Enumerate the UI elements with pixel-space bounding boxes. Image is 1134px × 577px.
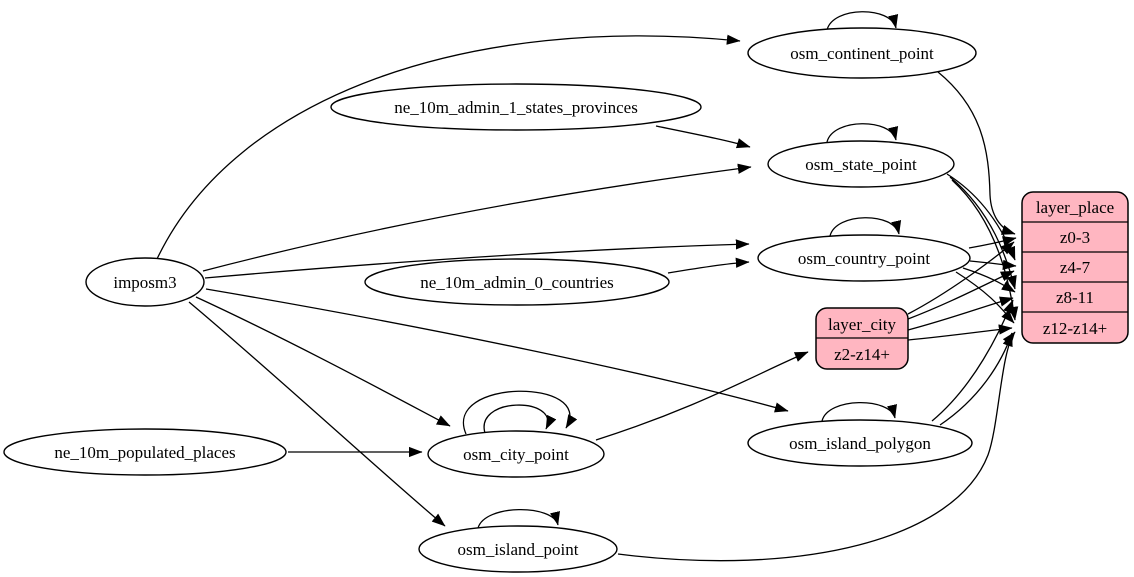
ne_10m_populated_places-label: ne_10m_populated_places [54, 443, 235, 462]
edge-imposm3-osm_city_point [195, 296, 451, 427]
edge-layer_city-z4-7 [907, 270, 1015, 320]
layer_place-row-z12-z14: z12-z14+ [1043, 319, 1107, 338]
osm_island_polygon-label: osm_island_polygon [789, 434, 931, 453]
osm_state_point-ellipse [767, 140, 955, 188]
layer_place-row-z8-11: z8-11 [1056, 288, 1094, 307]
layer_place-title: layer_place [1036, 198, 1114, 217]
osm_country_point-label: osm_country_point [798, 249, 930, 268]
self-loop-osm_continent_point [826, 11, 899, 31]
osm_state_point-label: osm_state_point [805, 155, 917, 174]
node-imposm3: imposm3 [85, 257, 205, 307]
node-ne_10m_admin_1_states_provinces: ne_10m_admin_1_states_provinces [330, 83, 702, 131]
layer_place-row-z0-3: z0-3 [1060, 228, 1090, 247]
node-osm_continent_point: osm_continent_point [747, 27, 977, 79]
imposm3-ellipse [85, 257, 205, 307]
node-ne_10m_admin_0_countries: ne_10m_admin_0_countries [364, 258, 670, 306]
edge-osm_island_polygon-z8-11 [931, 299, 1014, 422]
edge-imposm3-osm_continent_point [156, 34, 741, 260]
edge-imposm3-osm_island_polygon [205, 288, 789, 413]
imposm3-label: imposm3 [113, 273, 176, 292]
self-loop-osm_country_point [829, 217, 902, 237]
osm_city_point-label: osm_city_point [463, 445, 569, 464]
layer_city-row-z2-z14: z2-z14+ [834, 345, 890, 364]
osm_continent_point-label: osm_continent_point [790, 44, 934, 63]
node-osm_country_point: osm_country_point [757, 234, 971, 282]
node-osm_island_polygon: osm_island_polygon [747, 419, 973, 467]
self-loop-osm_city_point-outer [462, 390, 578, 435]
edge-layer_city-z8-11 [907, 296, 1014, 331]
layer_place-row-z4-7: z4-7 [1060, 258, 1091, 277]
edge-imposm3-osm_country_point [204, 239, 750, 279]
record-layer_city: layer_city z2-z14+ [815, 307, 909, 370]
self-loop-osm_city_point-inner [483, 404, 557, 437]
edges [156, 11, 1019, 562]
edge-osm_city_point-layer_city [595, 351, 809, 441]
edge-osm_country_point-z4-7 [969, 259, 1017, 271]
edge-osm_island_polygon-z12-z14 [939, 332, 1013, 426]
edge-imposm3-osm_state_point [202, 163, 752, 272]
edge-layer_city-z12-z14 [907, 324, 1013, 341]
layer_city-title: layer_city [828, 315, 896, 334]
edge-osm_country_point-z8-11 [962, 267, 1016, 293]
osm_island_point-label: osm_island_point [458, 540, 579, 559]
record-layer_place: layer_place z0-3 z4-7 z8-11 z12-z14+ [1021, 191, 1129, 344]
osm_country_point-ellipse [757, 234, 971, 282]
osm_city_point-ellipse [427, 430, 605, 478]
node-osm_city_point: osm_city_point [427, 430, 605, 478]
edge-ne_10m_admin_0_countries-osm_country_point [667, 257, 750, 274]
ne_10m_admin_0_countries-ellipse [364, 258, 670, 306]
edge-osm_continent_point-z0-3 [937, 71, 1016, 235]
layer_place-box [1021, 191, 1129, 344]
edge-ne_10m_admin_1_states_provinces-osm_state_point [655, 125, 751, 149]
ne_10m_admin_1_states_provinces-ellipse [330, 83, 702, 131]
self-loop-osm_island_polygon [821, 402, 897, 422]
node-osm_state_point: osm_state_point [767, 140, 955, 188]
osm_island_point-ellipse [418, 525, 618, 573]
edge-layer_city-z0-3 [907, 241, 1015, 315]
osm_continent_point-ellipse [747, 27, 977, 79]
edge-osm_country_point-z0-3 [968, 236, 1017, 249]
self-loop-osm_state_point [826, 123, 899, 143]
node-osm_island_point: osm_island_point [418, 525, 618, 573]
edge-osm_island_point-z12-z14 [617, 331, 1016, 562]
node-ne_10m_populated_places: ne_10m_populated_places [3, 428, 287, 476]
edge-imposm3-osm_island_point [188, 301, 446, 527]
osm_island_polygon-ellipse [747, 419, 973, 467]
ne_10m_admin_1_states_provinces-label: ne_10m_admin_1_states_provinces [394, 98, 638, 117]
ne_10m_admin_0_countries-label: ne_10m_admin_0_countries [420, 273, 614, 292]
self-loop-osm_island_point [477, 509, 560, 529]
ne_10m_populated_places-ellipse [3, 428, 287, 476]
